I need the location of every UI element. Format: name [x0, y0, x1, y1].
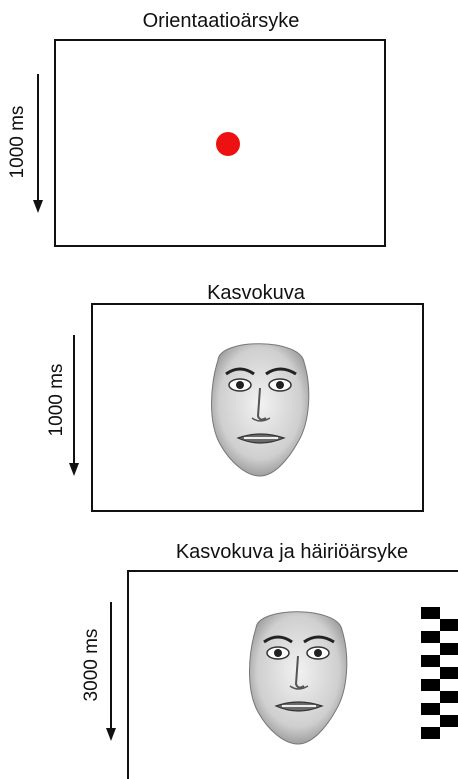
checkerboard-distractor-icon: [421, 607, 458, 739]
panel-1-duration: 1000 ms: [7, 105, 28, 179]
panel-3-duration: 3000 ms: [81, 628, 102, 702]
panel-3-title: Kasvokuva ja häiriöärsyke: [175, 541, 409, 563]
down-arrow-icon: [33, 74, 43, 213]
panel-1-frame: [54, 39, 386, 247]
face-image: [211, 343, 310, 477]
panel-1-title: Orientaatioärsyke: [142, 10, 300, 32]
down-arrow-icon: [69, 335, 79, 476]
down-arrow-icon: [106, 602, 116, 741]
face-image: [249, 611, 348, 745]
panel-2-title: Kasvokuva: [207, 282, 305, 304]
red-dot-icon: [216, 132, 240, 156]
panel-2-duration: 1000 ms: [46, 363, 67, 437]
